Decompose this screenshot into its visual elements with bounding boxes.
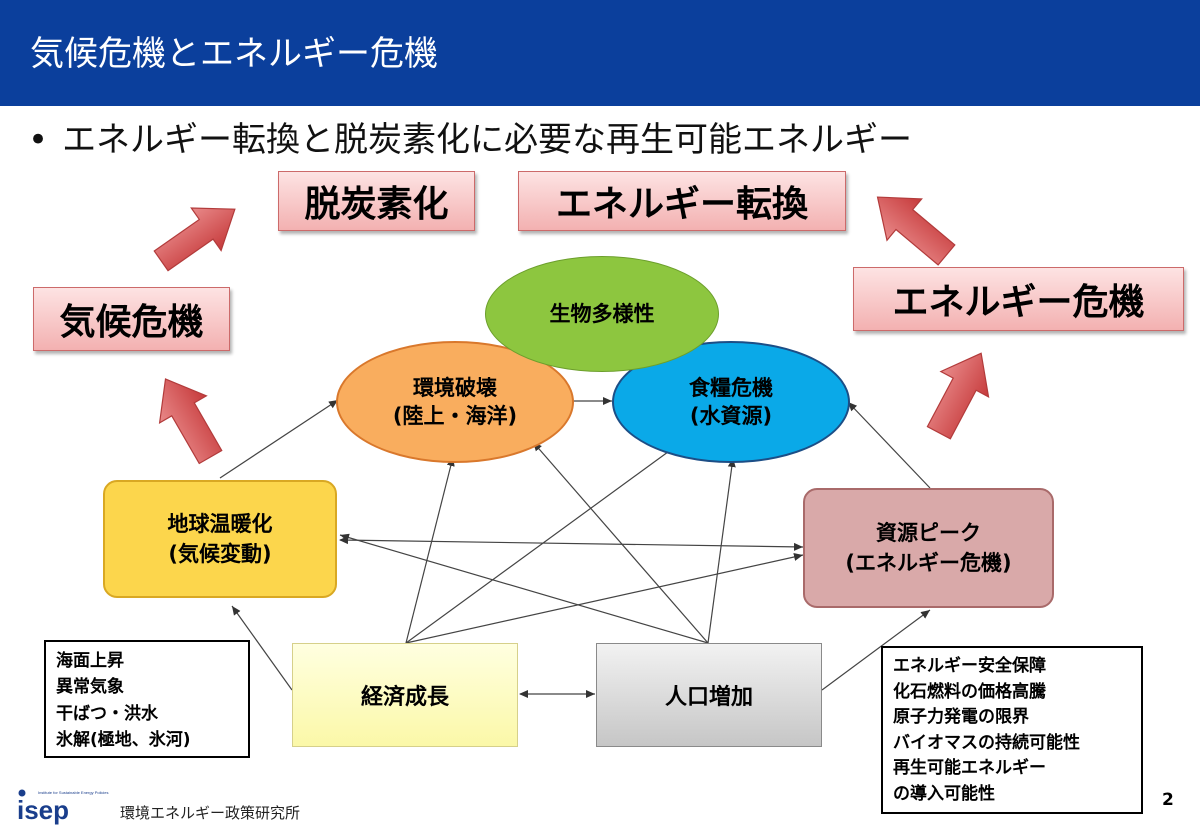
arrow-population-to-warming <box>339 533 709 644</box>
biodiversity-node: 生物多様性 <box>485 256 719 372</box>
climate-crisis-label: 気候危機 <box>33 287 230 351</box>
global-warming-line2: (気候変動) <box>168 542 272 566</box>
decarbonization-label: 脱炭素化 <box>278 171 475 231</box>
arrow-population-to-environment <box>532 441 709 644</box>
economic-growth-label: 経済成長 <box>360 685 449 710</box>
note-right: 化石燃料の価格高騰 <box>893 681 1046 702</box>
arrow-population-to-resource <box>821 609 931 691</box>
bullet-marker: • <box>28 120 49 160</box>
red-arrow-to-energy-crisis <box>926 352 990 440</box>
title-bar: 気候危機とエネルギー危機 <box>0 0 1200 106</box>
env-destruction-line1: 環境破壊 <box>413 375 497 400</box>
global-warming-node: 地球温暖化 (気候変動) <box>103 480 337 598</box>
env-destruction-node: 環境破壊 (陸上・海洋) <box>336 341 574 463</box>
note-right: エネルギー安全保障 <box>893 656 1046 676</box>
population-growth-label: 人口増加 <box>664 685 753 710</box>
food-crisis-line1: 食糧危機 <box>689 375 773 400</box>
arrow-growth-to-food <box>405 440 684 644</box>
resource-peak-line1: 資源ピーク <box>876 520 981 545</box>
global-warming-line1: 地球温暖化 <box>167 511 273 536</box>
note-left: 異常気象 <box>56 677 124 698</box>
resource-peak-node: 資源ピーク (エネルギー危機) <box>803 488 1054 608</box>
note-right: 再生可能エネルギー <box>893 758 1046 778</box>
slide-title: 気候危機とエネルギー危機 <box>30 34 438 74</box>
arrow-growth-to-resource <box>405 553 804 644</box>
energy-transition-label: エネルギー転換 <box>518 171 846 231</box>
arrow-resource-to-food <box>847 401 931 489</box>
energy-crisis-label: エネルギー危機 <box>853 267 1184 331</box>
note-right: の導入可能性 <box>893 783 995 804</box>
arrow-population-to-food <box>707 457 736 644</box>
red-arrow-to-energy-transition <box>876 196 956 266</box>
population-growth-node: 人口増加 <box>596 643 822 747</box>
note-left: 氷解(極地、氷河) <box>56 730 191 751</box>
economic-growth-node: 経済成長 <box>292 643 518 747</box>
svg-text:isep: isep <box>17 795 69 825</box>
energy-issues-notes-box: エネルギー安全保障 化石燃料の価格高騰 原子力発電の限界 バイオマスの持続可能性… <box>881 646 1143 814</box>
env-destruction-line2: (陸上・海洋) <box>392 404 518 428</box>
note-right: バイオマスの持続可能性 <box>893 732 1080 753</box>
bullet-point: • エネルギー転換と脱炭素化に必要な再生可能エネルギー <box>28 112 912 161</box>
biodiversity-label: 生物多様性 <box>549 301 655 326</box>
arrow-warming-to-environment <box>219 399 339 479</box>
svg-text:Institute for Sustainable Ener: Institute for Sustainable Energy Policie… <box>38 790 108 795</box>
isep-logo: isep Institute for Sustainable Energy Po… <box>17 789 108 825</box>
red-arrow-to-decarbonization <box>153 207 236 272</box>
arrow-warming-resource <box>339 536 804 551</box>
note-left: 干ばつ・洪水 <box>56 703 158 724</box>
organization-name: 環境エネルギー政策研究所 <box>120 804 301 822</box>
arrow-growth-to-environment <box>405 456 455 644</box>
arrow-growth-to-notes-left <box>231 605 293 691</box>
red-arrow-to-climate-crisis <box>158 378 223 465</box>
resource-peak-line2: (エネルギー危機) <box>845 551 1012 575</box>
food-crisis-line2: (水資源) <box>689 404 773 428</box>
note-left: 海面上昇 <box>56 651 124 671</box>
effects-notes-box: 海面上昇 異常気象 干ばつ・洪水 氷解(極地、氷河) <box>44 640 250 758</box>
note-right: 原子力発電の限界 <box>893 707 1029 727</box>
bullet-text: エネルギー転換と脱炭素化に必要な再生可能エネルギー <box>62 120 913 160</box>
page-number: 2 <box>1162 790 1174 810</box>
